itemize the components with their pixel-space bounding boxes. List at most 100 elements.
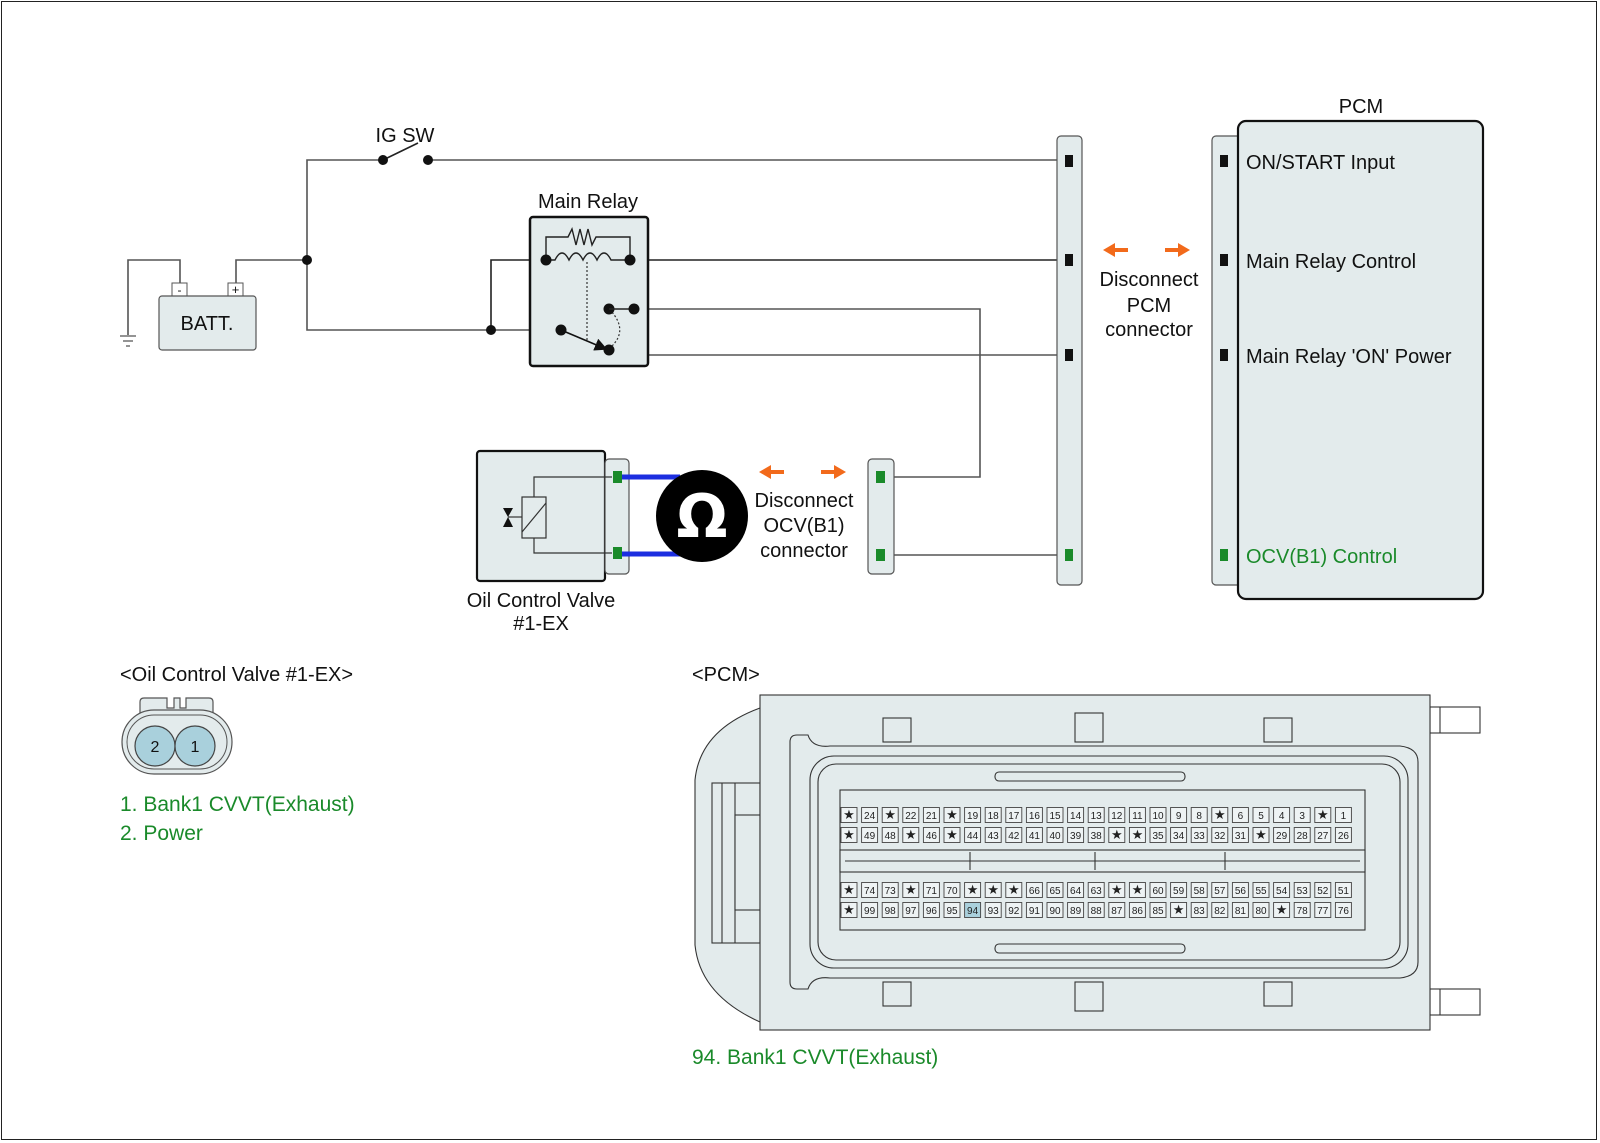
pcm-pin-76: 76: [1334, 902, 1352, 918]
svg-text:59: 59: [1173, 886, 1185, 897]
svg-text:86: 86: [1132, 906, 1144, 917]
svg-text:★: ★: [1008, 882, 1020, 897]
svg-text:★: ★: [1214, 807, 1226, 822]
pcm-pin-65: 65: [1046, 882, 1064, 898]
svg-text:88: 88: [1091, 906, 1103, 917]
svg-text:10: 10: [1152, 811, 1164, 822]
pcm-pin-16: 16: [1025, 807, 1043, 823]
pcm-label: PCM: [1339, 96, 1383, 118]
svg-text:38: 38: [1091, 831, 1103, 842]
ocv-pin-2: 2: [151, 739, 160, 756]
pcm-pin-70: 70: [943, 882, 961, 898]
svg-text:73: 73: [885, 886, 897, 897]
svg-text:★: ★: [843, 882, 855, 897]
ig-switch: IG SW: [376, 125, 435, 165]
svg-text:★: ★: [1132, 827, 1144, 842]
ocv-legend-2: 2. Power: [120, 822, 203, 845]
pcm-pin-32: 32: [1211, 827, 1229, 843]
pcm-pin-unused: ★: [984, 882, 1002, 898]
svg-text:87: 87: [1111, 906, 1123, 917]
svg-text:★: ★: [843, 807, 855, 822]
pcm-pin-unused: ★: [1128, 882, 1146, 898]
svg-text:12: 12: [1111, 811, 1123, 822]
pcm-pin-96: 96: [922, 902, 940, 918]
svg-text:★: ★: [946, 827, 958, 842]
pcm-pin-86: 86: [1128, 902, 1146, 918]
pcm-pin-33: 33: [1190, 827, 1208, 843]
ground-icon: [120, 335, 136, 347]
ocv-connector-face: 2 1: [121, 697, 233, 775]
pcm-pin-43: 43: [984, 827, 1002, 843]
pcm-pin-17: 17: [1005, 807, 1023, 823]
pcm-pin-34: 34: [1170, 827, 1188, 843]
svg-text:34: 34: [1173, 831, 1185, 842]
pcm-harness-connector[interactable]: [1056, 135, 1083, 586]
pcm-pin-44: 44: [964, 827, 982, 843]
svg-text:81: 81: [1235, 906, 1247, 917]
svg-text:16: 16: [1029, 811, 1041, 822]
svg-text:★: ★: [987, 882, 999, 897]
pcm-pin-6: 6: [1231, 807, 1249, 823]
pcm-pin-39: 39: [1067, 827, 1085, 843]
svg-text:91: 91: [1029, 906, 1041, 917]
oil-control-valve: [475, 449, 630, 583]
pcm-pin-63: 63: [1087, 882, 1105, 898]
pcm-pin-27: 27: [1314, 827, 1332, 843]
svg-text:15: 15: [1049, 811, 1061, 822]
pcm-pin-51: 51: [1334, 882, 1352, 898]
svg-text:46: 46: [926, 831, 938, 842]
svg-text:22: 22: [905, 811, 917, 822]
svg-text:90: 90: [1049, 906, 1061, 917]
pcm-connector-face: [694, 694, 1481, 1031]
junction-dot: [302, 255, 312, 265]
svg-text:★: ★: [946, 807, 958, 822]
pcm-pin-46: 46: [922, 827, 940, 843]
pcm-pin-unused: ★: [840, 902, 858, 918]
pcm-pin-99: 99: [861, 902, 879, 918]
ocv-legend-1: 1. Bank1 CVVT(Exhaust): [120, 793, 355, 816]
pcm-connector-title: <PCM>: [692, 664, 760, 686]
svg-text:28: 28: [1297, 831, 1309, 842]
disconnect-pcm-arrows-icon: [1103, 243, 1190, 257]
svg-text:80: 80: [1255, 906, 1267, 917]
pcm-pin-38: 38: [1087, 827, 1105, 843]
pcm-pin-unused: ★: [943, 807, 961, 823]
wire-batt-neg: [127, 259, 181, 335]
pcm-pin-28: 28: [1293, 827, 1311, 843]
svg-text:94: 94: [967, 906, 979, 917]
svg-text:8: 8: [1196, 811, 1202, 822]
pcm-pin-unused: ★: [881, 807, 899, 823]
pcm-pin-4: 4: [1273, 807, 1291, 823]
pcm-pin-10: 10: [1149, 807, 1167, 823]
svg-text:6: 6: [1238, 811, 1244, 822]
svg-text:40: 40: [1049, 831, 1061, 842]
svg-text:48: 48: [885, 831, 897, 842]
pcm-pin-8: 8: [1190, 807, 1208, 823]
disconnect-ocv-line1: Disconnect: [755, 490, 854, 512]
svg-text:★: ★: [1111, 882, 1123, 897]
pcm-pin-85: 85: [1149, 902, 1167, 918]
svg-text:76: 76: [1338, 906, 1350, 917]
main-relay: Main Relay: [528, 191, 650, 368]
ocv-harness-connector[interactable]: [867, 458, 895, 575]
pcm-pin-1: 1: [1334, 807, 1352, 823]
svg-text:65: 65: [1049, 886, 1061, 897]
svg-text:32: 32: [1214, 831, 1226, 842]
svg-text:21: 21: [926, 811, 938, 822]
ig-switch-label: IG SW: [376, 125, 435, 147]
ocv-connector-title: <Oil Control Valve #1-EX>: [120, 664, 353, 686]
svg-text:26: 26: [1338, 831, 1350, 842]
pcm-pin-ocv-control: OCV(B1) Control: [1246, 546, 1397, 568]
ocv-label-line1: Oil Control Valve: [467, 590, 616, 612]
svg-text:92: 92: [1008, 906, 1020, 917]
svg-text:74: 74: [864, 886, 876, 897]
pcm-pin-48: 48: [881, 827, 899, 843]
pcm-pin-11: 11: [1128, 807, 1146, 823]
svg-text:39: 39: [1070, 831, 1082, 842]
disconnect-pcm-line3: connector: [1105, 319, 1193, 341]
svg-text:97: 97: [905, 906, 917, 917]
svg-text:98: 98: [885, 906, 897, 917]
pcm-pin-29: 29: [1273, 827, 1291, 843]
